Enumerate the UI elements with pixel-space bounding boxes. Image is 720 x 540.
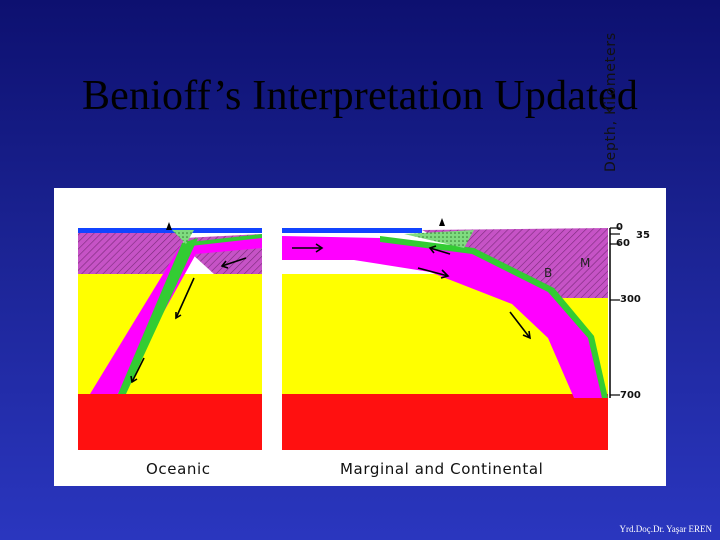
tick-35: 35 — [636, 230, 650, 241]
flow-arrows-right — [292, 243, 531, 340]
slab-edge-top-left — [182, 234, 262, 247]
volcano-right — [439, 218, 445, 226]
caption-marginal-continental: Marginal and Continental — [340, 460, 544, 478]
author-credit: Yrd.Doç.Dr. Yaşar EREN — [619, 524, 713, 534]
slab-left — [90, 236, 262, 394]
continental-lithosphere — [422, 228, 608, 298]
panel-divider — [266, 218, 272, 458]
depth-axis-title: Depth, Kilometers — [603, 31, 619, 173]
flow-arrows-left — [130, 257, 247, 384]
oceanic-panel — [78, 222, 262, 450]
lithosphere-left — [78, 233, 184, 274]
benioff-diagram: 0 35 60 300 700 B M Oceanic Marginal and… — [54, 188, 666, 486]
tick-0: 0 — [616, 222, 623, 233]
diagram-graphic — [78, 218, 620, 458]
wedge-right — [404, 230, 474, 248]
wedge-left — [172, 230, 194, 244]
ocean-right — [282, 228, 422, 233]
ocean-left — [78, 228, 262, 233]
continental-panel — [282, 218, 608, 450]
volcano-left — [166, 222, 172, 230]
label-b: B — [544, 266, 553, 280]
slab-edge-left — [118, 238, 198, 394]
label-m: M — [580, 256, 591, 270]
lower-mantle-left — [78, 394, 262, 450]
lower-mantle-right — [282, 394, 608, 450]
caption-oceanic: Oceanic — [146, 460, 211, 478]
tick-300: 300 — [620, 294, 641, 305]
slide-title: Benioff’s Interpretation Updated — [81, 73, 639, 119]
depth-tick-marks — [610, 227, 620, 396]
tick-700: 700 — [620, 390, 641, 401]
tick-60: 60 — [616, 238, 630, 249]
